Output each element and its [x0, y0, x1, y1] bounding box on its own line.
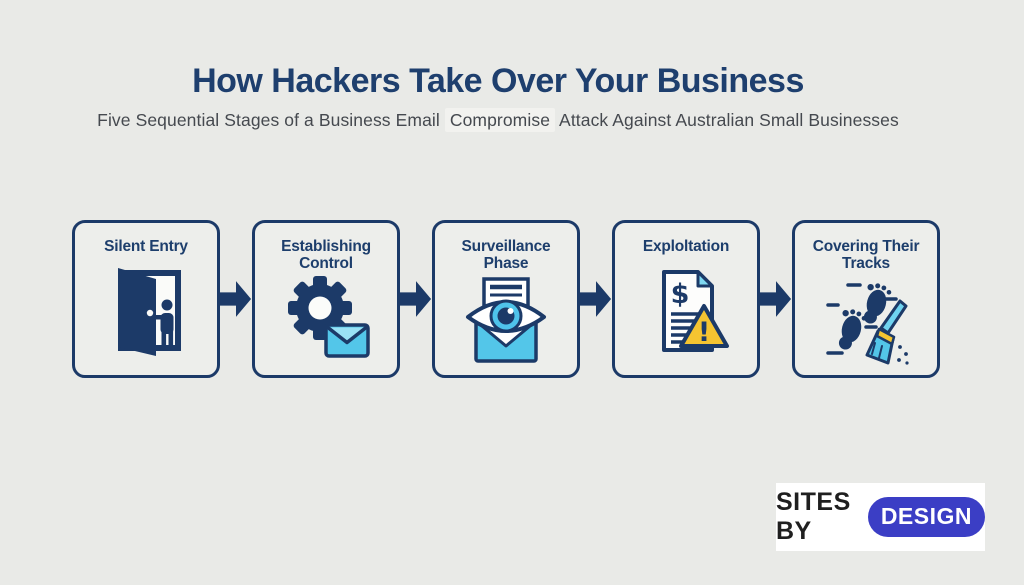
flow-arrow-icon	[400, 220, 432, 378]
logo-text-sites-by: SITES BY	[776, 488, 851, 545]
logo-pill-design: DESIGN	[867, 497, 985, 537]
stage-box-surveillance-phase: Surveillance Phase	[432, 220, 580, 378]
envelope-eye-icon	[460, 272, 552, 375]
stage-box-exploitation: Exploltation $ !	[612, 220, 760, 378]
exclamation-glyph: !	[698, 317, 710, 348]
stage-label: Exploltation	[642, 238, 730, 255]
sites-by-design-logo[interactable]: SITES BY DESIGN	[776, 483, 985, 551]
stage-box-covering-tracks: Covering Their Tracks	[792, 220, 940, 378]
gear-envelope-icon	[280, 272, 372, 375]
page-subtitle: Five Sequential Stages of a Business Ema…	[0, 108, 996, 132]
stage-label: Covering Their Tracks	[812, 238, 920, 273]
stage-box-establishing-control: Establishing Control	[252, 220, 400, 378]
flow-arrow-icon	[760, 220, 792, 378]
dollar-glyph: $	[671, 279, 690, 310]
stage-flow: Silent Entry Establishing Control	[72, 220, 940, 378]
stage-box-silent-entry: Silent Entry	[72, 220, 220, 378]
stage-label: Surveillance Phase	[461, 238, 551, 273]
stage-label: Silent Entry	[104, 238, 188, 255]
invoice-warning-icon: $ !	[640, 255, 732, 375]
subtitle-prefix: Five Sequential Stages of a Business Ema…	[97, 110, 445, 130]
subtitle-highlighted-word: Compromise	[444, 108, 556, 132]
open-door-intruder-icon	[100, 255, 192, 375]
header: How Hackers Take Over Your Business Five…	[0, 62, 996, 132]
subtitle-suffix: Attack Against Australian Small Business…	[555, 110, 899, 130]
flow-arrow-icon	[220, 220, 252, 378]
page-title: How Hackers Take Over Your Business	[192, 62, 804, 100]
footprints-broom-icon	[820, 272, 912, 375]
stage-label: Establishing Control	[281, 238, 371, 273]
flow-arrow-icon	[580, 220, 612, 378]
